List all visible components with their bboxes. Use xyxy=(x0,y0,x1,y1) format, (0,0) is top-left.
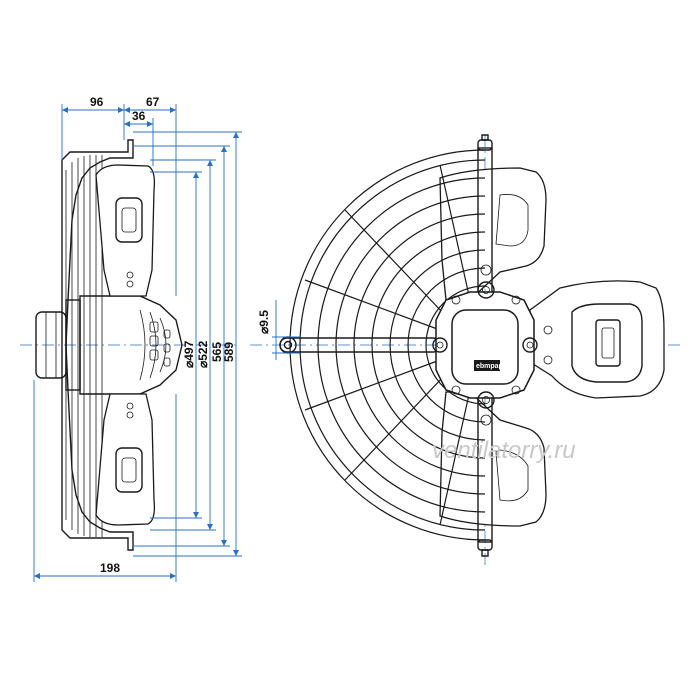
dim-565-label: 565 xyxy=(210,342,224,362)
dim-497-label: ⌀497 xyxy=(182,340,196,368)
front-view-blade-right xyxy=(529,280,665,399)
front-view-hub: ebmpapst xyxy=(432,264,553,426)
dim-96-label: 96 xyxy=(90,95,104,109)
side-view-blade-lower xyxy=(95,393,156,526)
dim-522-label: ⌀522 xyxy=(196,340,210,368)
dim-67-label: 67 xyxy=(146,95,160,109)
side-view-blade-upper xyxy=(95,164,156,297)
dim-9-5-label: ⌀9.5 xyxy=(257,310,271,334)
watermark-text: ventilatorry.ru xyxy=(432,437,576,464)
side-view: 96 67 36 198 ⌀497 ⌀522 565 589 xyxy=(20,95,242,582)
front-view-mounting-arm xyxy=(272,300,441,360)
side-view-dimensions xyxy=(33,104,242,582)
side-view-motor xyxy=(35,295,183,395)
dim-589-label: 589 xyxy=(222,342,236,362)
dim-198-label: 198 xyxy=(100,561,120,575)
hub-logo-text: ebmpapst xyxy=(476,363,510,370)
hub-logo-plate xyxy=(474,360,500,371)
front-view: ⌀9.5 ebmpapst xyxy=(250,134,680,565)
dim-36-label: 36 xyxy=(132,109,146,123)
front-view-blade-top xyxy=(439,167,547,301)
front-view-guard xyxy=(289,134,493,557)
